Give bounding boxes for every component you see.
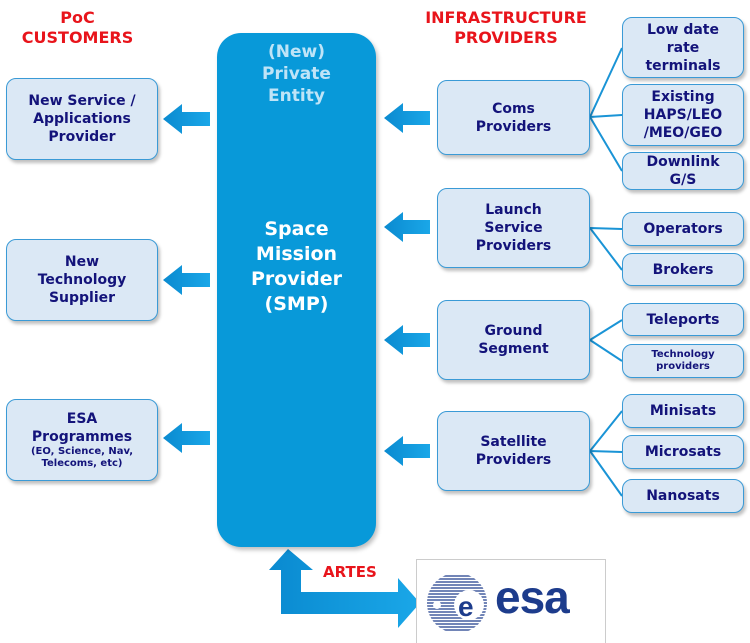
providers-title: INFRASTRUCTURE PROVIDERS [406, 8, 606, 48]
smp-subtitle: (New) Private Entity [217, 41, 376, 107]
tree-lines [589, 47, 623, 497]
line: providers [656, 361, 710, 372]
line: Programmes [31, 429, 133, 445]
line: Downlink [646, 154, 720, 170]
line: Space [264, 218, 329, 240]
line: Applications [33, 111, 131, 127]
customer-new-technology[interactable]: New Technology Supplier [6, 239, 158, 321]
line: Teleports [646, 311, 720, 328]
arrow-right-4 [384, 436, 430, 466]
line: Private [262, 64, 331, 84]
line: Technology [37, 272, 127, 288]
title-line: INFRASTRUCTURE [425, 8, 587, 27]
coms-downlink[interactable]: Downlink G/S [622, 152, 744, 190]
line: Supplier [48, 290, 116, 306]
esa-logo: e esa [416, 559, 606, 643]
launch-brokers[interactable]: Brokers [622, 253, 744, 286]
line: Providers [475, 118, 552, 135]
line: Provider [48, 129, 116, 145]
arrow-right-2 [384, 212, 430, 242]
arrow-left-2 [163, 265, 210, 295]
esa-wordmark: esa [495, 571, 570, 623]
customer-new-service[interactable]: New Service / Applications Provider [6, 78, 158, 160]
line: Providers [475, 238, 552, 254]
ground-teleports[interactable]: Teleports [622, 303, 744, 336]
coms-low-data-rate[interactable]: Low date rate terminals [622, 17, 744, 78]
line: Existing [651, 89, 715, 105]
provider-launch[interactable]: Launch Service Providers [437, 188, 590, 268]
line: Mission [255, 243, 338, 265]
arrow-left-1 [163, 104, 210, 134]
artes-arrow [269, 549, 420, 628]
line: New Service / [28, 93, 136, 109]
launch-operators[interactable]: Operators [622, 212, 744, 246]
satellite-minisats[interactable]: Minisats [622, 394, 744, 428]
line: HAPS/LEO [643, 107, 723, 123]
line: Microsats [644, 444, 722, 460]
line: Launch [485, 202, 542, 218]
title-line: PoC [60, 8, 95, 27]
svg-text:e: e [458, 591, 474, 622]
customers-title: PoC CUSTOMERS [10, 8, 145, 48]
satellite-nanosats[interactable]: Nanosats [622, 479, 744, 513]
line: Nanosats [646, 488, 720, 504]
line: (New) [267, 42, 325, 62]
line: Provider [250, 268, 343, 290]
ground-technology-providers[interactable]: Technology providers [622, 344, 744, 378]
line: rate [666, 39, 700, 56]
coms-existing-haps[interactable]: Existing HAPS/LEO /MEO/GEO [622, 84, 744, 146]
line: /MEO/GEO [643, 125, 723, 141]
satellite-microsats[interactable]: Microsats [622, 435, 744, 469]
line: ESA [66, 411, 98, 427]
title-line: PROVIDERS [454, 28, 558, 47]
provider-ground[interactable]: Ground Segment [437, 300, 590, 380]
arrow-right-3 [384, 325, 430, 355]
line: Entity [268, 86, 325, 106]
note: Telecoms, etc) [41, 458, 123, 469]
line: Satellite [480, 434, 547, 450]
line: Low date [646, 21, 719, 38]
esa-emblem-icon: e [427, 575, 487, 631]
line: terminals [645, 57, 721, 74]
line: Ground [484, 323, 543, 339]
smp-title: Space Mission Provider (SMP) [217, 217, 376, 317]
smp-block[interactable]: (New) Private Entity Space Mission Provi… [217, 33, 376, 547]
artes-label: ARTES [323, 563, 377, 581]
provider-satellite[interactable]: Satellite Providers [437, 411, 590, 491]
line: Providers [475, 452, 552, 468]
line: Brokers [652, 261, 714, 278]
title-line: CUSTOMERS [21, 28, 134, 47]
customer-esa-programmes[interactable]: ESA Programmes (EO, Science, Nav, Teleco… [6, 399, 158, 481]
line: Minisats [649, 403, 717, 419]
arrow-left-3 [163, 423, 210, 453]
line: Service [484, 220, 543, 236]
arrow-right-1 [384, 103, 430, 133]
line: New [64, 254, 100, 270]
line: Operators [643, 221, 723, 237]
note: (EO, Science, Nav, [30, 446, 134, 457]
provider-coms[interactable]: Coms Providers [437, 80, 590, 155]
line: Technology [651, 349, 715, 360]
line: G/S [669, 172, 697, 188]
line: (SMP) [264, 293, 329, 315]
line: Segment [478, 341, 549, 357]
line: Coms [492, 100, 535, 117]
